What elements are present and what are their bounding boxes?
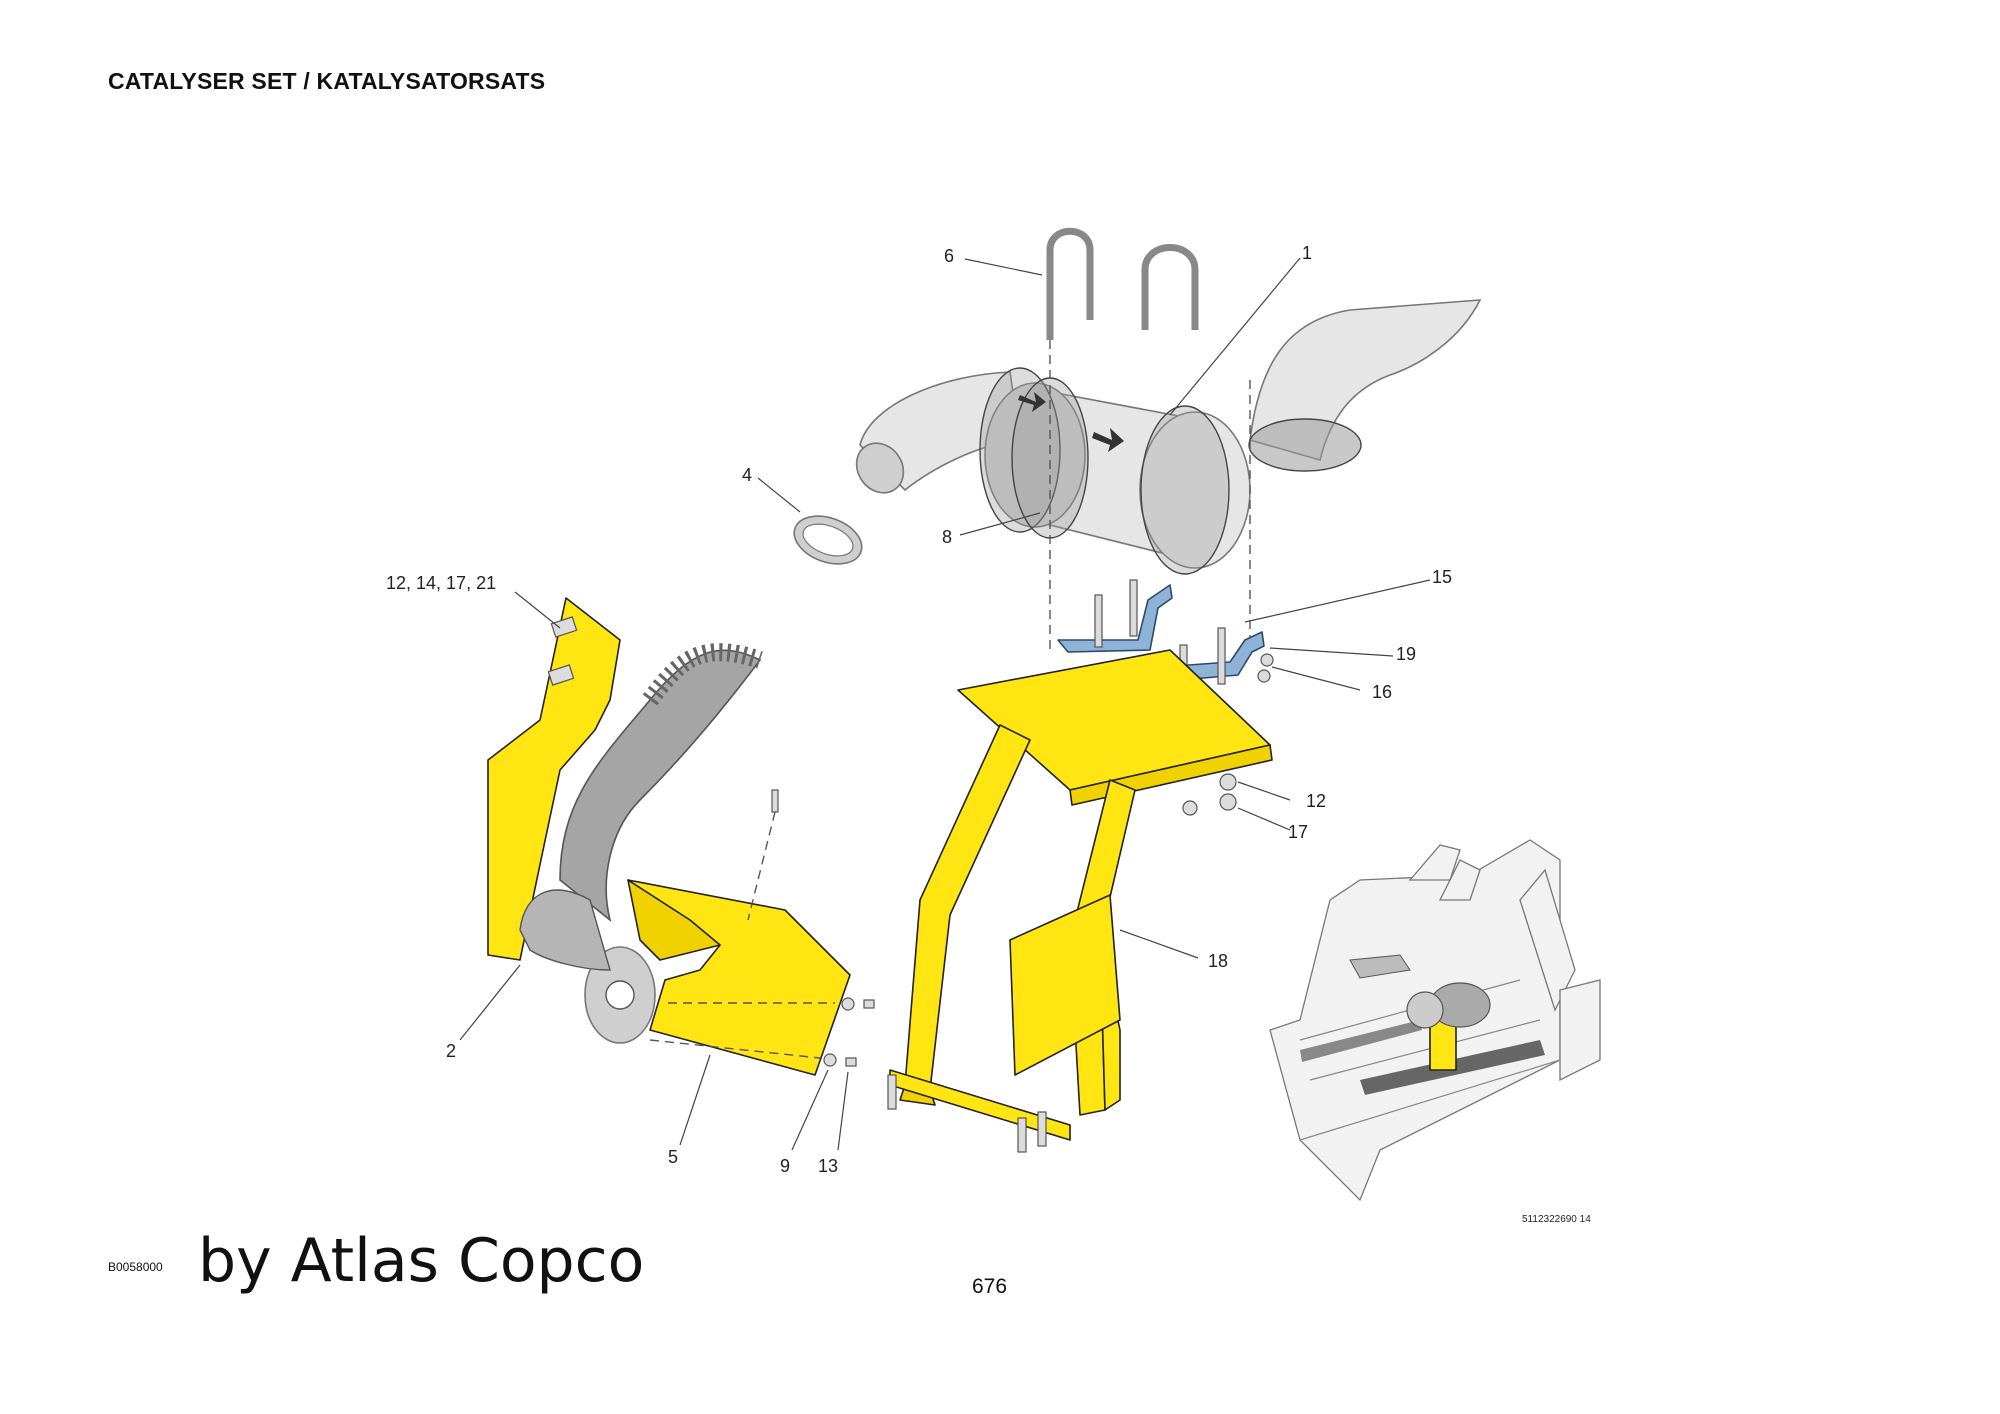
callout-16: 16 — [1372, 682, 1392, 702]
callout-2: 2 — [446, 1041, 456, 1061]
leader-lines — [459, 257, 1431, 1151]
callout-4: 4 — [742, 465, 752, 485]
callout-8: 8 — [942, 527, 952, 547]
callout-12: 12 — [1306, 791, 1326, 811]
page-title: CATALYSER SET / KATALYSATORSATS — [108, 68, 546, 94]
callout-18: 18 — [1208, 951, 1228, 971]
callout-13: 13 — [818, 1156, 838, 1176]
page-number: 676 — [972, 1275, 1008, 1298]
callout-9: 9 — [780, 1156, 790, 1176]
heat-shield — [487, 597, 621, 961]
callout-19: 19 — [1396, 644, 1416, 664]
drawing-number: 5112322690 14 — [1522, 1214, 1591, 1225]
callout-17: 17 — [1288, 822, 1308, 842]
location-overview-drawing — [1269, 839, 1601, 1202]
support-stand — [887, 649, 1273, 1153]
brand-footer: by Atlas Copco — [198, 1226, 645, 1296]
callout-1: 1 — [1302, 243, 1312, 263]
callout-15: 15 — [1432, 567, 1452, 587]
callout-12-14-17-21: 12, 14, 17, 21 — [386, 573, 496, 593]
callout-5: 5 — [668, 1147, 678, 1167]
callout-6: 6 — [944, 246, 954, 266]
lower-shield — [627, 789, 875, 1076]
document-code: B0058000 — [108, 1260, 163, 1274]
flexible-exhaust-hose — [519, 643, 763, 1044]
catalyser-assembly — [855, 227, 1482, 655]
